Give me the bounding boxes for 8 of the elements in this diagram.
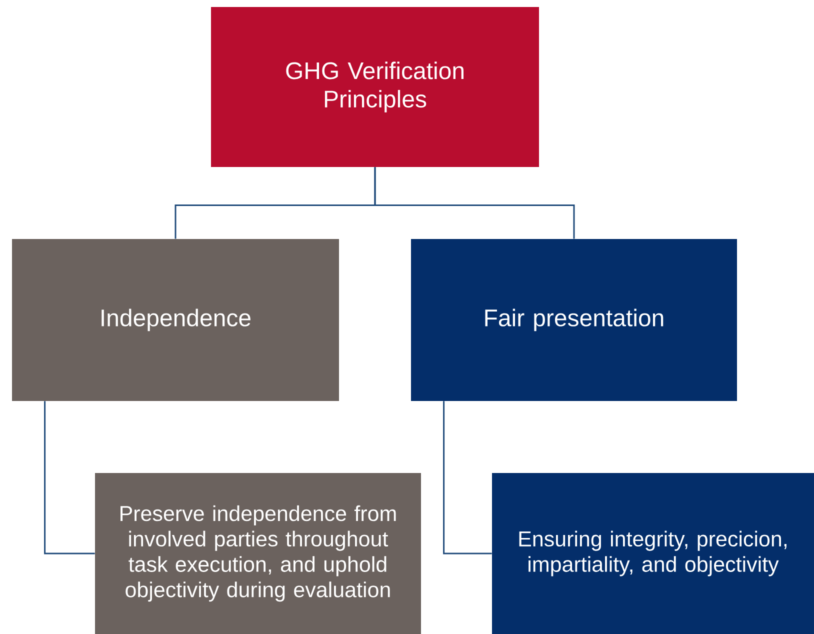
connector-line — [443, 401, 492, 554]
connector-line — [44, 401, 95, 554]
principle-box: Ensuring integrity, precicion, impartiality, and objectivity — [492, 472, 814, 634]
connector-line — [374, 167, 575, 239]
principle-box: Fair presentation — [411, 239, 737, 401]
principle-box: Preserve independence from involved parties throughout task execution, and uphold objectivity during evaluation — [95, 472, 421, 634]
principle-box: GHG Verification Principles — [211, 7, 539, 167]
principle-box: Independence — [12, 239, 339, 401]
